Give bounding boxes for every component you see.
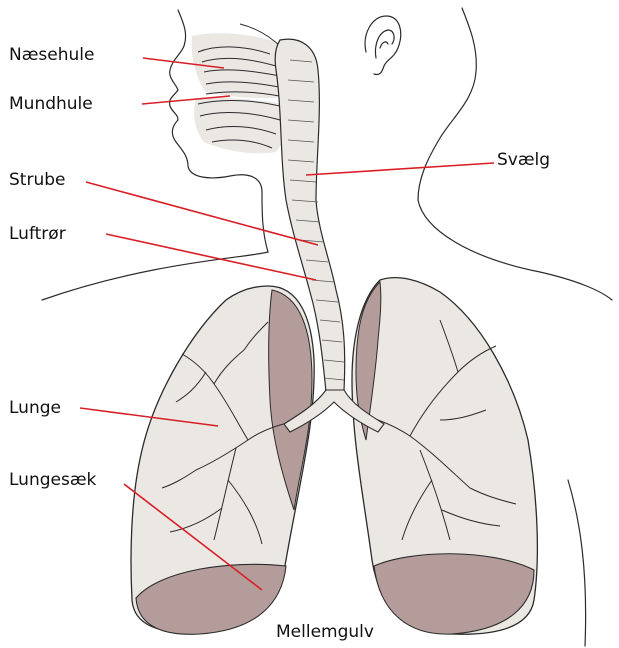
label-luftror: Luftrør <box>9 224 66 244</box>
label-naesehule: Næsehule <box>9 45 94 65</box>
right-lung <box>346 278 537 635</box>
label-mellemgulv: Mellemgulv <box>276 622 374 642</box>
leader-svaelg <box>306 163 494 175</box>
label-lungesaek: Lungesæk <box>9 470 96 490</box>
left-lung <box>131 286 314 634</box>
leader-strube <box>86 182 318 245</box>
label-svaelg: Svælg <box>497 150 550 170</box>
label-mundhule: Mundhule <box>9 94 93 114</box>
label-lunge: Lunge <box>9 398 61 418</box>
label-strube: Strube <box>9 170 65 190</box>
